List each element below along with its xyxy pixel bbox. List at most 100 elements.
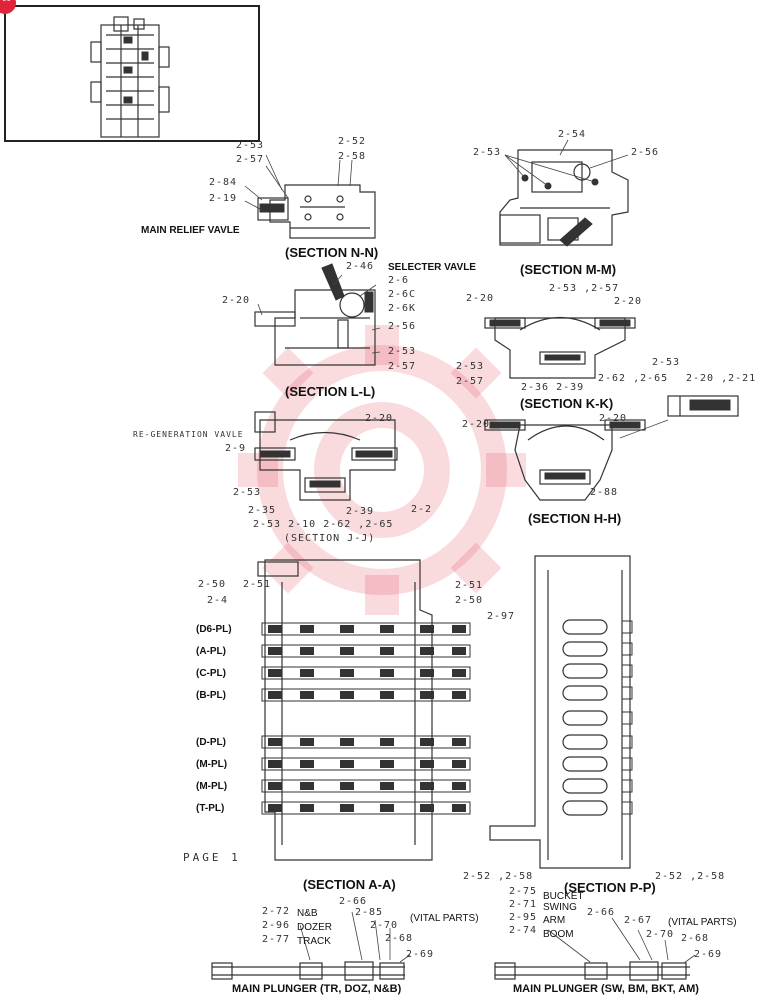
- callout-item: 2-51: [243, 579, 272, 590]
- section-hh-drawing: [484, 419, 646, 501]
- section-hh-title: (SECTION H-H): [528, 511, 622, 526]
- plunger-tag-nb: N&B: [297, 908, 318, 919]
- spool-land: [340, 738, 354, 746]
- spool-land: [380, 669, 394, 677]
- callout-item: 2-53: [652, 357, 681, 368]
- section-ll-title: (SECTION L-L): [285, 384, 376, 399]
- regeneration-valve-label: RE-GENERATION VAVLE: [133, 430, 244, 439]
- spool-land: [380, 738, 394, 746]
- callout-item: 2-53: [233, 487, 262, 498]
- port-slot: [562, 641, 608, 657]
- callout-item: 2-88: [590, 487, 619, 498]
- section-aa-drawing: [257, 559, 433, 861]
- callout-item: 2-69: [694, 949, 723, 960]
- section-aa-title: (SECTION A-A): [303, 877, 396, 892]
- spool-land: [300, 782, 314, 790]
- spool-land: [420, 669, 434, 677]
- spool-land: [300, 760, 314, 768]
- callout-item: 2-56: [388, 321, 417, 332]
- section-pp-title: (SECTION P-P): [564, 880, 656, 895]
- section-jj-title: (SECTION J-J): [284, 533, 376, 544]
- spool-land: [420, 760, 434, 768]
- section-jj-drawing: [254, 411, 398, 501]
- spool-land: [420, 647, 434, 655]
- callout-item: 2-52 ,2-58: [463, 871, 534, 882]
- callout-item: 2-68: [681, 933, 710, 944]
- callout-item: 2-70: [646, 929, 675, 940]
- section-mm-drawing: [499, 149, 629, 246]
- section-ll-drawing: [254, 289, 376, 366]
- spool-land: [420, 738, 434, 746]
- spool-land: [268, 669, 282, 677]
- pilot-port-d: (D-PL): [196, 737, 226, 748]
- plunger-tag-bucket: BUCKET: [543, 891, 584, 902]
- callout-item: 2-20: [222, 295, 251, 306]
- callout-item: 2-70: [370, 920, 399, 931]
- port-slot: [562, 685, 608, 701]
- spool-land: [452, 691, 466, 699]
- spool-row: [261, 779, 471, 793]
- spool-land: [300, 738, 314, 746]
- callout-item: 2-69: [406, 949, 435, 960]
- spool-land: [452, 625, 466, 633]
- callout-item: 2-57: [456, 376, 485, 387]
- callout-item: 2-4: [207, 595, 229, 606]
- port-fitting: [621, 642, 633, 656]
- spool-land: [452, 760, 466, 768]
- spool-land: [340, 804, 354, 812]
- callout-item: 2-62 ,2-65: [598, 373, 669, 384]
- callout-item: 2-75: [509, 886, 538, 897]
- plunger-left-drawing: [211, 961, 405, 981]
- callout-item: 2-50: [455, 595, 484, 606]
- callout-item: 2-67: [624, 915, 653, 926]
- plunger-tag-swing: SWING: [543, 902, 577, 913]
- main-plunger-right-title: MAIN PLUNGER (SW, BM, BKT, AM): [513, 983, 699, 995]
- vital-parts-left: (VITAL PARTS): [410, 913, 479, 924]
- plunger-right-drawing: [494, 961, 690, 981]
- callout-item: 2-66: [339, 896, 368, 907]
- section-kk-title: (SECTION K-K): [520, 396, 614, 411]
- callout-item: 2-85: [355, 907, 384, 918]
- spool-land: [268, 738, 282, 746]
- spool-land: [268, 782, 282, 790]
- port-slot: [562, 756, 608, 772]
- spool-land: [380, 782, 394, 790]
- main-relief-label: MAIN RELIEF VAVLE: [141, 225, 240, 236]
- assembly-thumbnail-drawing: [90, 16, 170, 138]
- section-nn-title: (SECTION N-N): [285, 245, 379, 260]
- port-fitting: [621, 711, 633, 725]
- spool-row: [261, 757, 471, 771]
- callout-item: 2-39: [346, 506, 375, 517]
- callout-item: 2-53: [388, 346, 417, 357]
- callout-item: 2-20 ,2-21: [686, 373, 757, 384]
- spool-land: [420, 691, 434, 699]
- port-fitting: [621, 757, 633, 771]
- callout-item: 2-53: [236, 140, 265, 151]
- spool-land: [340, 691, 354, 699]
- spool-land: [340, 782, 354, 790]
- spool-land: [452, 669, 466, 677]
- callout-item: 2-46: [346, 261, 375, 272]
- port-slot: [562, 663, 608, 679]
- assembly-thumbnail: [4, 5, 260, 142]
- callout-item: 2-51: [455, 580, 484, 591]
- section-kk-drawing: [484, 316, 636, 379]
- callout-item: 2-19: [209, 193, 238, 204]
- callout-item: 2-58: [338, 151, 367, 162]
- pilot-port-t: (T-PL): [196, 803, 225, 814]
- spool-row: [261, 644, 471, 658]
- pilot-port-m2: (M-PL): [196, 781, 228, 792]
- callout-item: 2-57: [388, 361, 417, 372]
- callout-item: 2-66: [587, 907, 616, 918]
- callout-item: 2-77: [262, 934, 291, 945]
- port-slot: [562, 710, 608, 726]
- spool-land: [300, 804, 314, 812]
- spool-land: [420, 804, 434, 812]
- callout-item: 2-53: [456, 361, 485, 372]
- page-badge-text: 00: [2, 0, 11, 3]
- callout-item: 2-9: [225, 443, 247, 454]
- callout-item: 2-20: [462, 419, 491, 430]
- callout-item: 2-54: [558, 129, 587, 140]
- callout-item: 2-36 2-39: [521, 382, 585, 393]
